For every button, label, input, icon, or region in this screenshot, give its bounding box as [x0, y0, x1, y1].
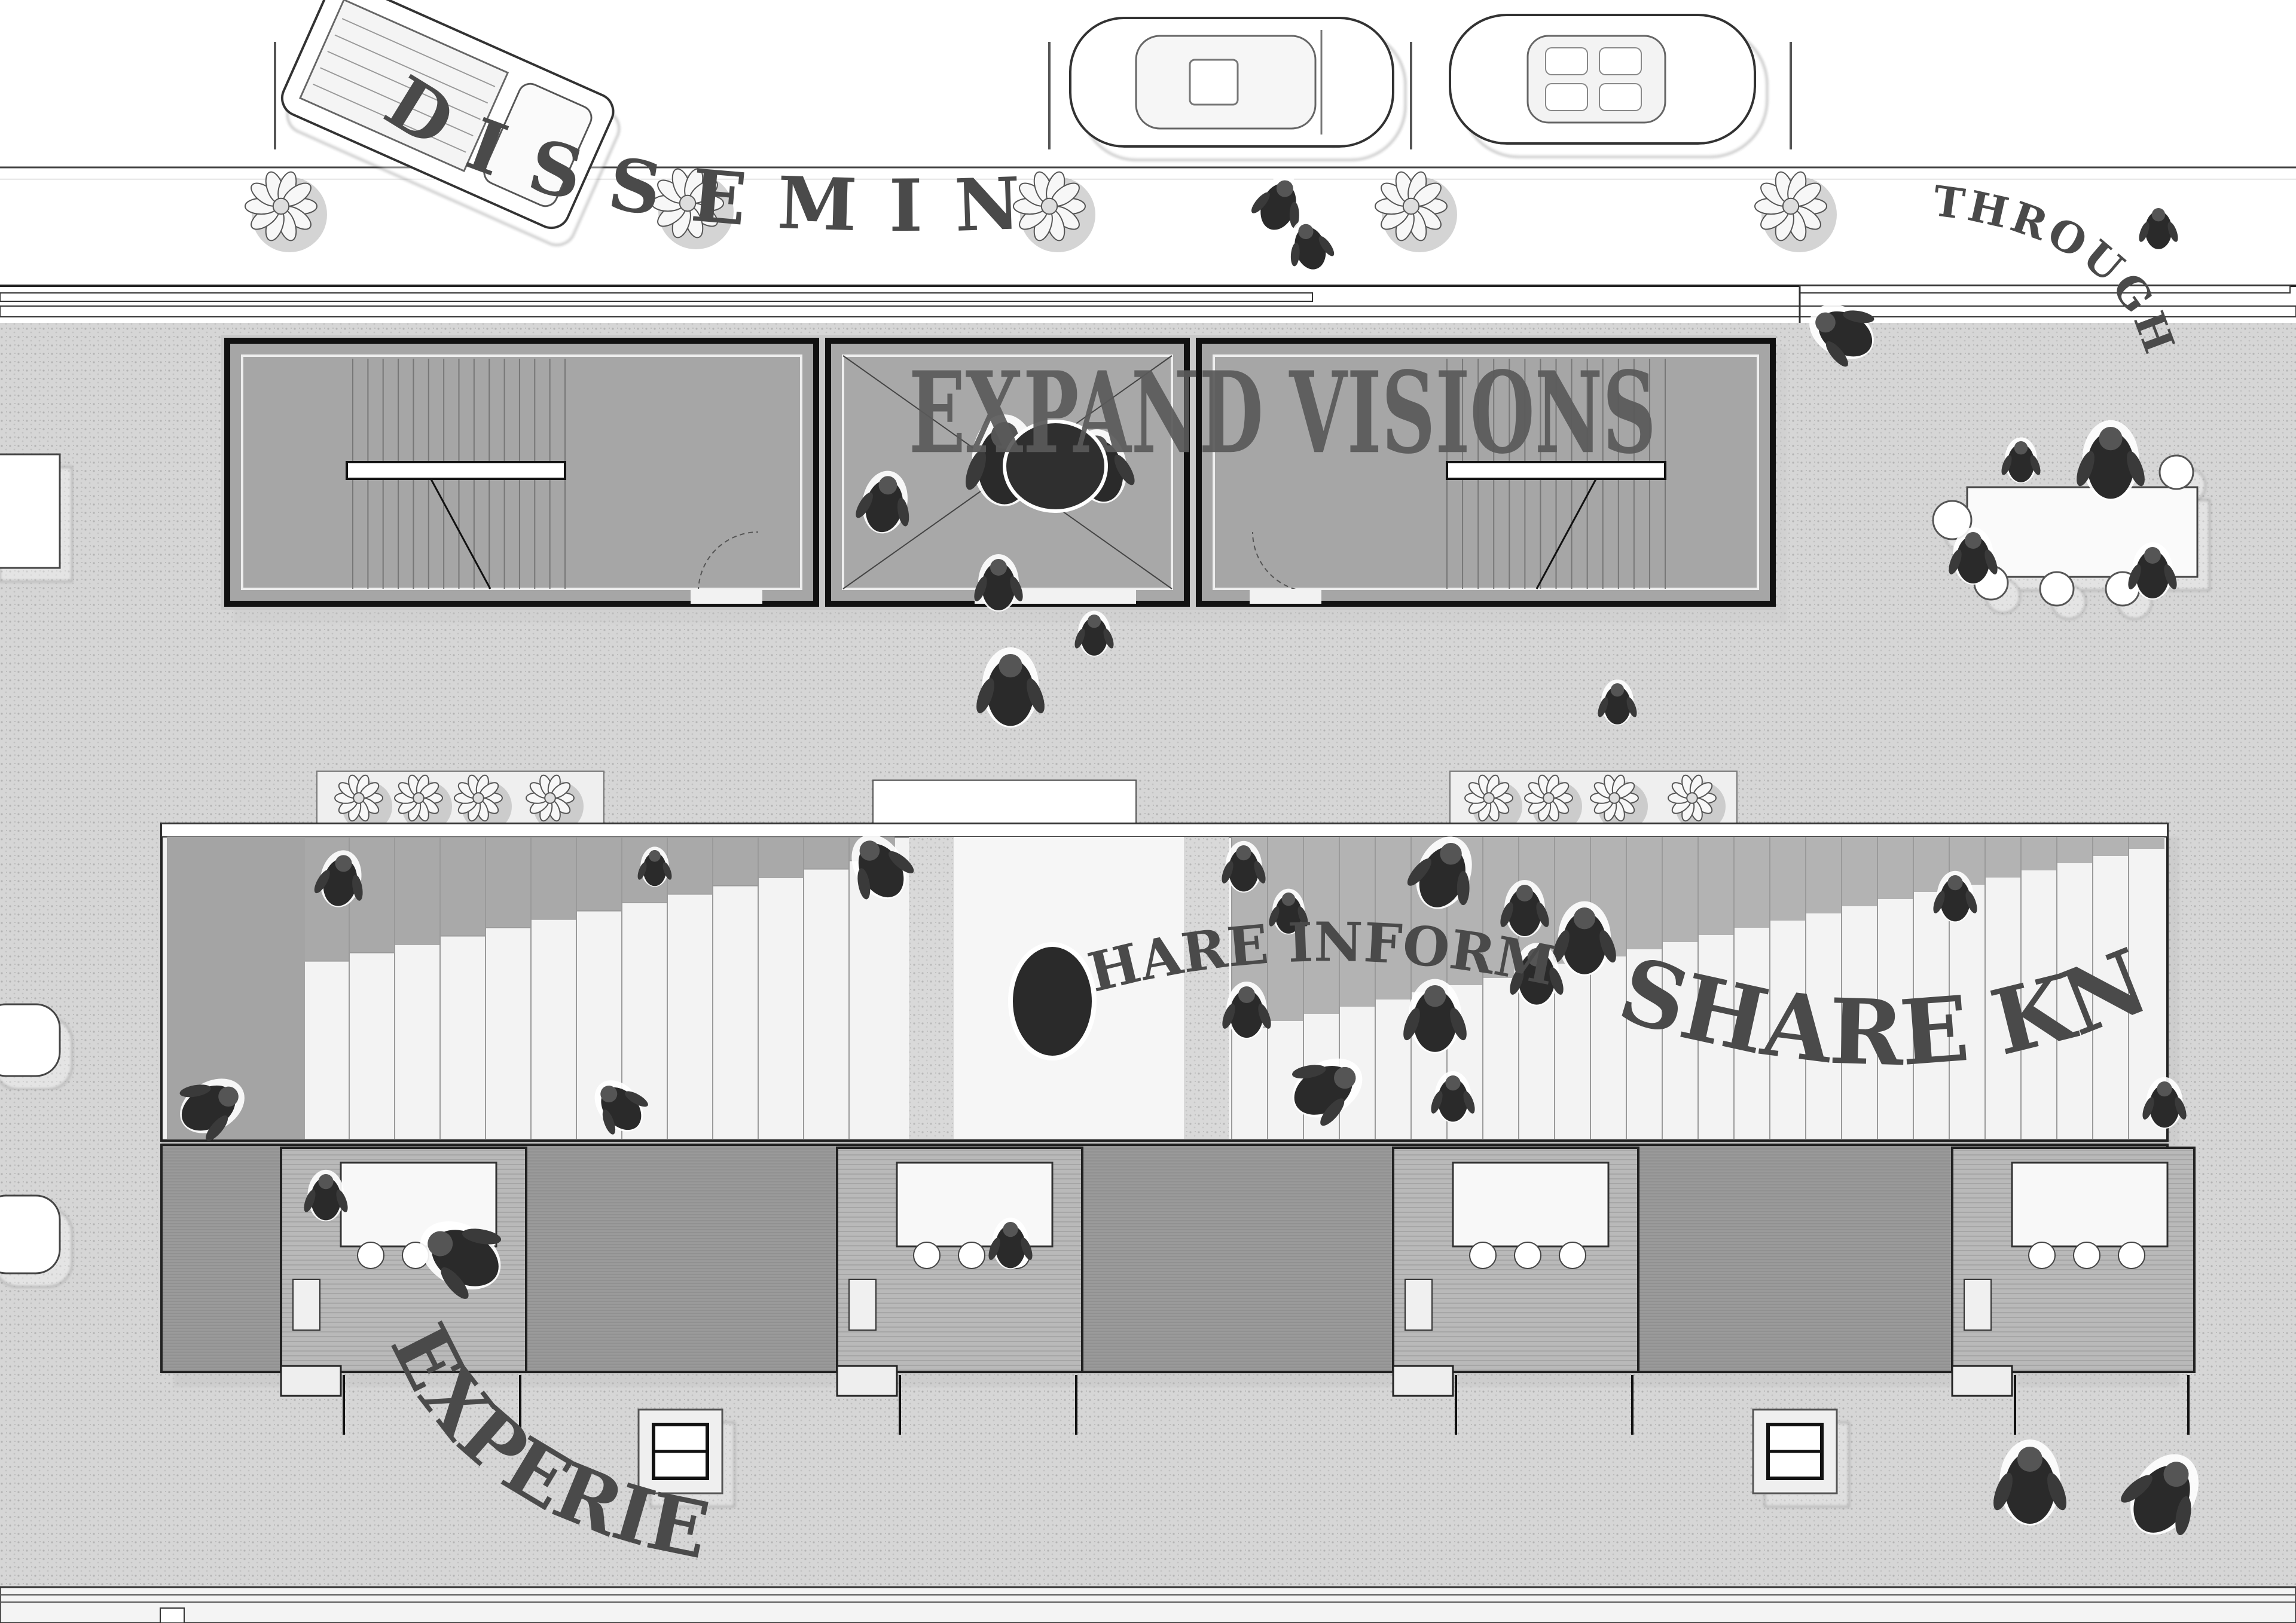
person-icon — [594, 1080, 648, 1135]
person-icon — [1407, 836, 1472, 909]
workspace-bay — [1392, 1147, 1639, 1435]
people-group — [179, 175, 2199, 1536]
flower-planter-icon — [334, 774, 392, 832]
flower-planter-icon — [651, 168, 734, 249]
car-icon — [1449, 14, 1756, 145]
person-icon — [1510, 943, 1564, 1006]
person-icon — [637, 846, 672, 887]
person-icon — [1008, 942, 1097, 1060]
person-icon — [1993, 1439, 2066, 1526]
flower-planter-icon — [1375, 171, 1457, 252]
person-icon — [2001, 437, 2041, 484]
bench-icon — [0, 453, 61, 1274]
expand-visions-label: EXPAND VISIONS — [909, 348, 1656, 479]
person-icon — [1403, 979, 1467, 1054]
person-icon — [2139, 204, 2178, 250]
person-icon — [420, 1221, 502, 1299]
person-icon — [1292, 1058, 1363, 1126]
person-icon — [1290, 219, 1335, 271]
person-icon — [2142, 1077, 2187, 1129]
flower-planter-icon — [1013, 171, 1095, 252]
fence — [0, 285, 2296, 359]
person-icon — [314, 850, 363, 907]
person-icon — [976, 647, 1045, 728]
sidewalk — [0, 179, 2296, 287]
person-icon — [179, 1078, 245, 1141]
flower-planter-icon — [1668, 774, 1726, 832]
person-icon — [1809, 304, 1874, 367]
person-icon — [304, 1169, 348, 1222]
flower-planter-icon — [1524, 774, 1582, 832]
person-icon — [1598, 679, 1637, 726]
person-icon — [856, 470, 909, 534]
person-icon — [974, 554, 1023, 612]
flower-planter-icon — [1590, 774, 1648, 832]
person-icon — [1933, 870, 1977, 923]
person-icon — [2121, 1454, 2199, 1536]
flower-planter-icon — [394, 774, 452, 832]
person-icon — [1251, 175, 1301, 231]
person-icon — [1949, 527, 1998, 585]
workspace-bay — [1951, 1147, 2196, 1435]
street-posts — [274, 42, 1792, 149]
person-icon — [1074, 610, 1114, 657]
person-icon — [2077, 420, 2145, 501]
person-icon — [1222, 840, 1266, 893]
person-icon — [1431, 1071, 1475, 1123]
flower-planter-icon — [526, 774, 584, 832]
person-icon — [1553, 901, 1616, 976]
flower-planter-icon — [334, 774, 1726, 832]
person-icon — [851, 835, 914, 900]
car-icon — [1069, 17, 1394, 148]
flower-planter-icon — [1464, 774, 1522, 832]
site-edge — [0, 1586, 2296, 1623]
manhole-icon — [637, 1408, 723, 1494]
person-icon — [1222, 982, 1271, 1039]
workspace-bay — [280, 1147, 527, 1435]
flower-planter-icon — [454, 774, 512, 832]
workspace-bays — [280, 1147, 2196, 1435]
person-icon — [1269, 888, 1308, 935]
person-icon — [1500, 880, 1549, 937]
flower-planter-icon — [245, 171, 327, 252]
truck-icon — [280, 0, 615, 230]
manhole-icon — [1752, 1408, 1838, 1494]
lower-building — [160, 823, 2196, 1435]
flower-planter-icon — [1754, 171, 1837, 252]
person-icon — [2128, 542, 2177, 600]
person-icon — [988, 1217, 1033, 1270]
person-icon — [1003, 420, 1108, 513]
